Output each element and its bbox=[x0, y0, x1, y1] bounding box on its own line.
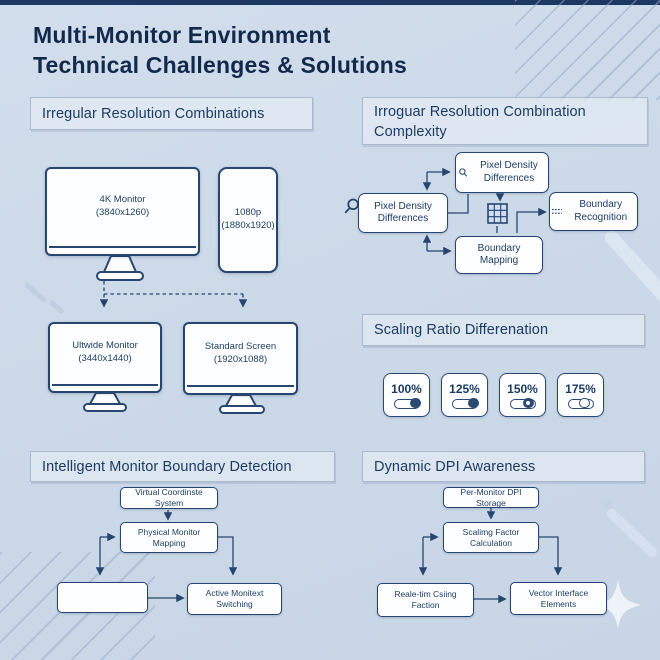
header-label: Dynamic DPI Awareness bbox=[374, 458, 536, 475]
node-label: Per-Monitor DPI Storage bbox=[460, 486, 522, 508]
monitor-4k: 4K Monitor (3840x1260) bbox=[45, 167, 200, 256]
monitor-name: Standard Screen bbox=[204, 340, 277, 352]
magnifier-icon bbox=[344, 198, 359, 214]
dashed-lines-icon bbox=[552, 208, 562, 214]
monitor-bezel bbox=[49, 246, 196, 248]
node-label: Boundary Recognition bbox=[574, 199, 628, 223]
flow-node-pixel-density-left: Pixel Density Differences bbox=[358, 193, 448, 233]
monitor-standard: Standard Screen (1920x1088) bbox=[183, 322, 298, 395]
scaling-option-150[interactable]: 150% bbox=[499, 373, 546, 417]
header-dpi-awareness: Dynamic DPI Awareness bbox=[362, 451, 645, 482]
header-scaling-ratio: Scaling Ratio Differenation bbox=[362, 314, 645, 346]
monitor-name: 4K Monitor bbox=[99, 193, 146, 205]
scaling-option-label: 175% bbox=[565, 381, 596, 396]
flow-node-physical-monitor-mapping: Physical Monitor Mapping bbox=[120, 522, 218, 553]
flow-node-pixel-density-top: Pixel Density Differences bbox=[455, 152, 549, 193]
diamond-decoration bbox=[601, 497, 613, 509]
flow-node-virtual-coordinate-system: Virtual Coordinste System bbox=[120, 487, 218, 509]
flow-node-vector-interface-elements: Vector Interface Elements bbox=[510, 582, 607, 615]
monitor-ultrawide: Ultwide Monitor (3440x1440) bbox=[48, 322, 162, 393]
monitor-name: 1080p bbox=[234, 207, 262, 219]
node-label: Scalimg Factor Calculation bbox=[462, 526, 520, 548]
monitor-bezel bbox=[187, 385, 294, 387]
node-label: Virtual Coordinste System bbox=[135, 487, 203, 508]
monitor-resolution: (1880x1920) bbox=[221, 220, 275, 231]
top-accent-bar bbox=[0, 0, 660, 5]
scaling-option-label: 125% bbox=[449, 381, 480, 396]
scaling-option-label: 100% bbox=[391, 381, 422, 396]
page-title-line1: Multi-Monitor Environment bbox=[33, 22, 331, 48]
toggle-switch[interactable] bbox=[567, 397, 594, 409]
diagonal-lines-decoration bbox=[515, 0, 660, 100]
monitor-resolution: (3840x1260) bbox=[95, 206, 150, 218]
page-title-line2: Technical Challenges & Solutions bbox=[33, 52, 408, 79]
monitor-bezel bbox=[52, 384, 158, 386]
node-label: Pixel Density Differences bbox=[374, 200, 432, 225]
magnifier-icon bbox=[459, 168, 468, 177]
toggle-knob bbox=[579, 397, 590, 409]
flow-node-scaling-factor-calculation: Scalimg Factor Calculation bbox=[443, 522, 539, 553]
node-label: Vector Interface Elements bbox=[528, 587, 589, 609]
header-label: Irroguar Resolution Combination bbox=[374, 104, 586, 120]
page-title: Multi-Monitor Environment Technical Chal… bbox=[33, 20, 553, 81]
toggle-knob bbox=[523, 397, 534, 409]
monitor-resolution: (1920x1088) bbox=[213, 353, 268, 365]
node-label: Physical Monitor Mapping bbox=[137, 526, 201, 548]
toggle-knob bbox=[468, 397, 479, 409]
flow-node-boundary-recognition: Boundary Recognition bbox=[549, 192, 638, 231]
header-label: Intelligent Monitor Boundary Detection bbox=[42, 458, 292, 475]
monitor-resolution: (3440x1440) bbox=[78, 353, 132, 364]
header-combination-complexity: Irroguar Resolution Combination Complexi… bbox=[362, 97, 648, 145]
node-label: Reale-tim Csiing Faction bbox=[394, 589, 457, 610]
node-label: Boundary Mapping bbox=[477, 242, 521, 267]
monitor-name: Ultwide Monitor bbox=[72, 340, 138, 352]
flow-node-empty bbox=[57, 582, 148, 613]
header-label: Complexity bbox=[374, 123, 447, 140]
scaling-option-100[interactable]: 100% bbox=[383, 373, 430, 417]
flow-node-active-monitor-switching: Active Monitext Switching bbox=[187, 583, 282, 615]
node-label: Pixel Density Differences bbox=[480, 160, 538, 184]
flow-node-boundary-mapping: Boundary Mapping bbox=[455, 236, 543, 274]
scaling-option-125[interactable]: 125% bbox=[441, 373, 488, 417]
node-label: Active Monitext Switching bbox=[205, 588, 264, 609]
flow-node-per-monitor-dpi-storage: Per-Monitor DPI Storage bbox=[443, 487, 539, 508]
header-boundary-detection: Intelligent Monitor Boundary Detection bbox=[30, 451, 335, 482]
flow-node-realtime-scaling-fraction: Reale-tim Csiing Faction bbox=[377, 583, 474, 617]
grid-icon bbox=[487, 203, 508, 224]
toggle-switch[interactable] bbox=[509, 397, 536, 409]
toggle-knob bbox=[410, 397, 421, 409]
header-irregular-resolutions: Irregular Resolution Combinations bbox=[30, 97, 313, 130]
toggle-switch[interactable] bbox=[451, 397, 479, 409]
scaling-option-label: 150% bbox=[507, 381, 538, 396]
header-label: Scaling Ratio Differenation bbox=[374, 322, 549, 338]
scaling-option-175[interactable]: 175% bbox=[557, 373, 604, 417]
monitor-1080p: 1080p (1880x1920) bbox=[218, 167, 278, 273]
toggle-switch[interactable] bbox=[393, 397, 421, 409]
header-label: Irregular Resolution Combinations bbox=[42, 105, 265, 122]
